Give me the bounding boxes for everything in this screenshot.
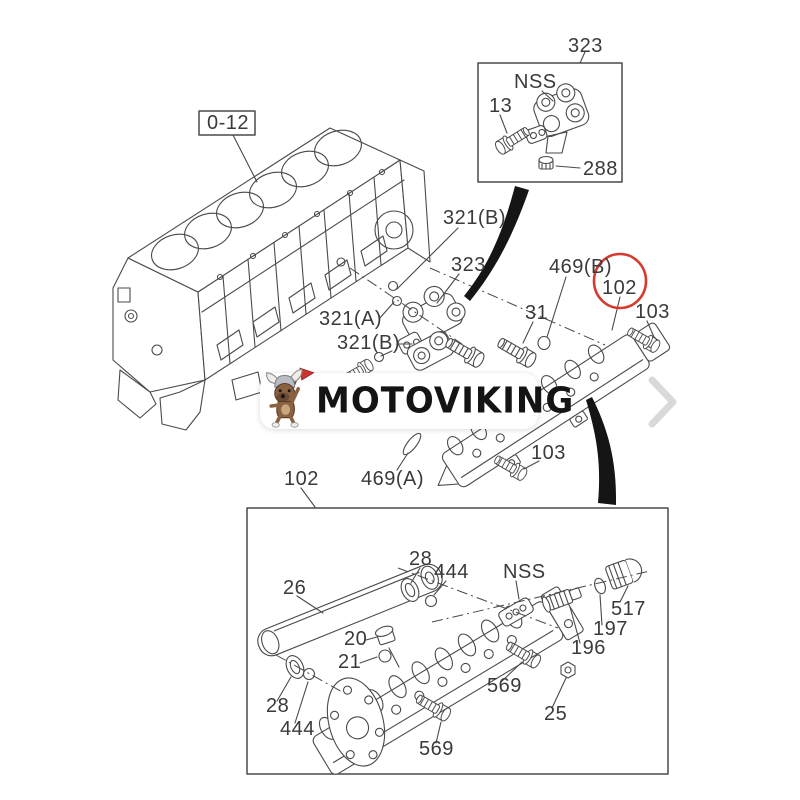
center-lines [275, 267, 651, 694]
swoosh-top [464, 186, 529, 301]
part-label-103-bottom: 103 [531, 442, 566, 464]
part-label-288: 288 [583, 158, 618, 180]
leader-lines [232, 51, 655, 744]
viking-dog-mascot-icon [266, 367, 315, 428]
part-label-323-inset: 323 [568, 35, 603, 57]
part-label-444-bottom: 444 [280, 718, 315, 740]
detail-pointer-swooshes [464, 186, 617, 505]
part-label-nss-bottom: NSS [503, 561, 546, 583]
part-label-444-top: 444 [434, 561, 469, 583]
reference-box [198, 110, 256, 136]
carousel-next-chevron-icon[interactable] [648, 376, 677, 428]
brand-watermark: MOTOVIKING [260, 373, 573, 429]
part-label-321b-top: 321(B) [443, 207, 506, 229]
part-label-197: 197 [593, 618, 628, 640]
part-label-31: 31 [525, 302, 548, 324]
reference-box-label: 0-12 [207, 112, 249, 134]
part-label-20: 20 [344, 628, 367, 650]
part-label-25: 25 [544, 703, 567, 725]
part-label-102-circled: 102 [602, 277, 637, 299]
part-label-569-bottom: 569 [419, 738, 454, 760]
part-label-469b: 469(B) [549, 256, 612, 278]
highlight-circle [592, 252, 648, 310]
part-label-13: 13 [489, 95, 512, 117]
part-labels: 323 NSS 13 288 321(B) 323 469(B) 102 103… [266, 35, 670, 760]
part-label-28-bottom: 28 [266, 695, 289, 717]
bottom-detail-box [246, 507, 669, 775]
part-label-469a: 469(A) [361, 468, 424, 490]
swoosh-bottom [586, 397, 617, 505]
part-label-569-right: 569 [487, 675, 522, 697]
part-label-196: 196 [571, 637, 606, 659]
inset-part-drawing [492, 83, 590, 170]
part-label-103-right: 103 [635, 301, 670, 323]
brand-name: MOTOVIKING [316, 380, 575, 422]
part-label-321a: 321(A) [319, 308, 382, 330]
part-label-28-top: 28 [409, 548, 432, 570]
part-label-323: 323 [451, 254, 486, 276]
thermostat-housing-drawing [339, 280, 551, 387]
engine-block-drawing [112, 127, 431, 431]
part-label-517: 517 [611, 598, 646, 620]
part-label-21: 21 [338, 651, 361, 673]
oil-cooler-drawing [402, 322, 671, 488]
part-label-26: 26 [283, 577, 306, 599]
part-label-102-bottom: 102 [284, 468, 319, 490]
part-label-321b: 321(B) [337, 332, 400, 354]
part-label-nss-inset: NSS [514, 71, 557, 93]
bottom-parts-drawing [257, 558, 643, 775]
